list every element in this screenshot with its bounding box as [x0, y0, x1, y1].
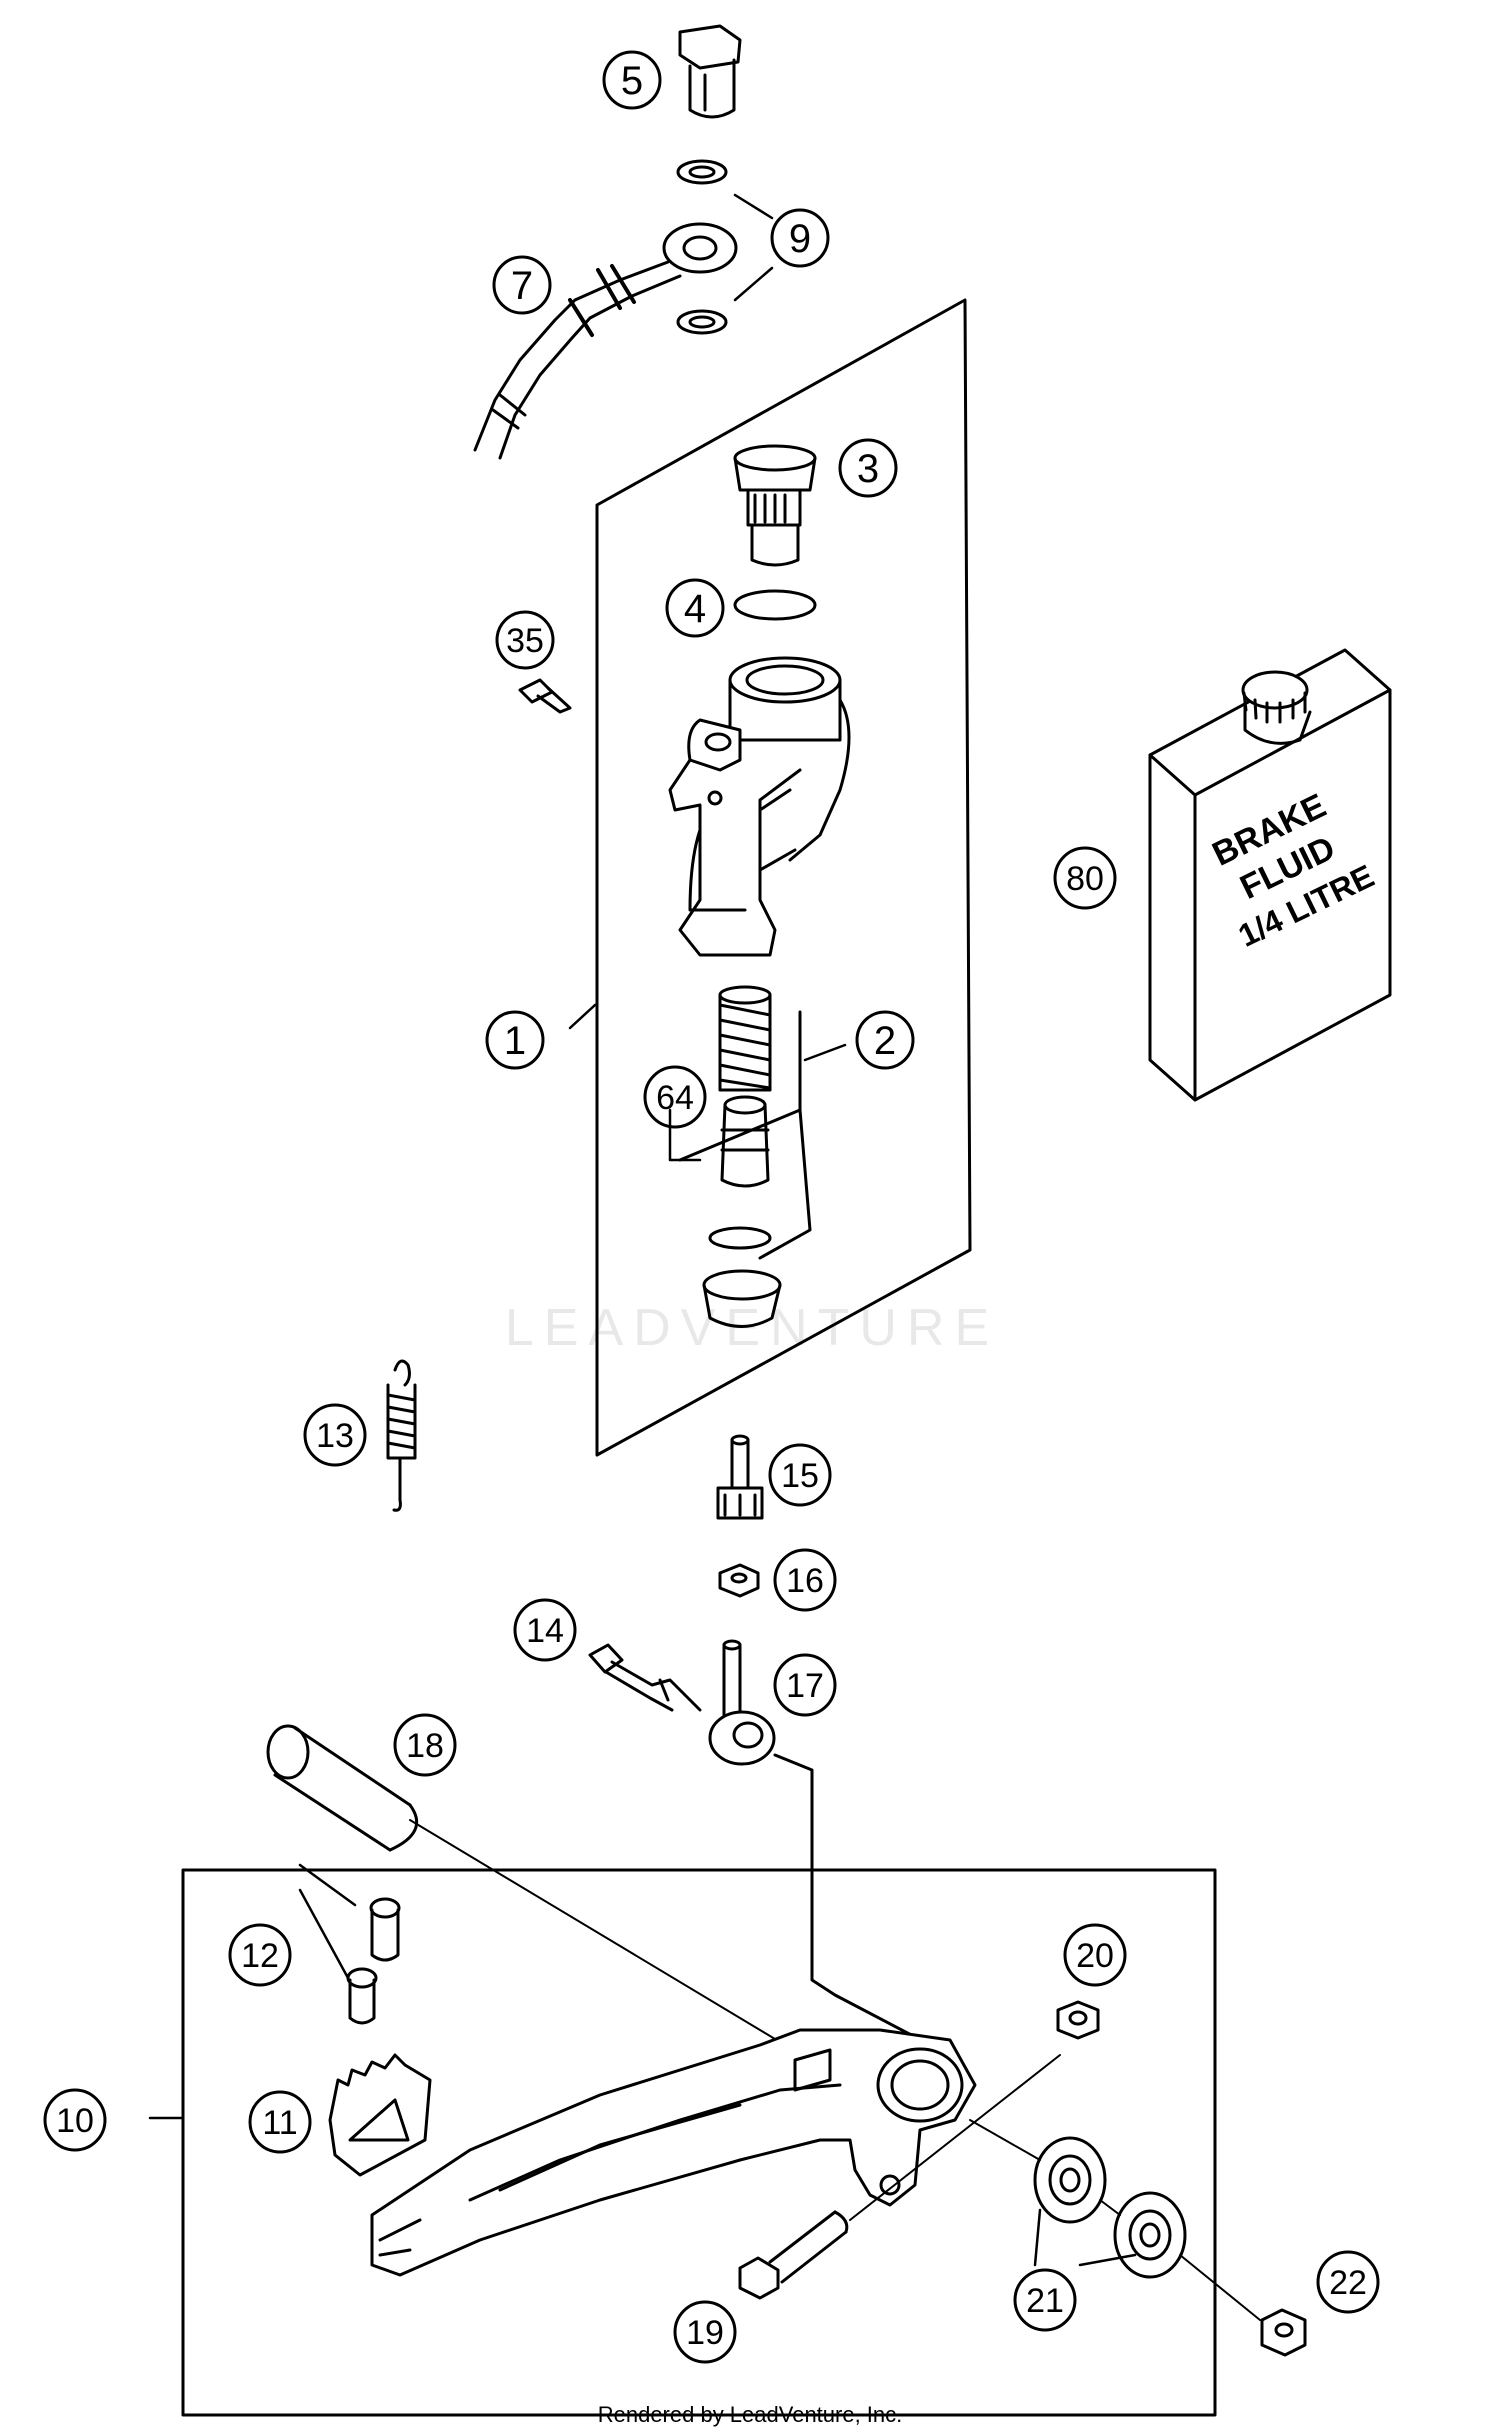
svg-text:11: 11 — [262, 2104, 297, 2142]
pedal-bolt — [738, 2054, 1061, 2300]
lock-nut — [718, 1563, 760, 1598]
axle-nut-lower — [1260, 2308, 1307, 2357]
svg-text:21: 21 — [1026, 2282, 1064, 2320]
brake-hose — [473, 222, 738, 460]
callout-4: 4 — [665, 578, 725, 638]
callout-12: 12 — [228, 1923, 292, 1987]
svg-text:16: 16 — [786, 1562, 824, 1600]
svg-text:13: 13 — [316, 1417, 354, 1455]
callout-13: 13 — [303, 1403, 367, 1467]
svg-text:2: 2 — [874, 1019, 896, 1063]
brake-pedal-assembly-box — [181, 1868, 1217, 2417]
callout-22: 22 — [1316, 2250, 1380, 2314]
banjo-bolt — [678, 24, 742, 119]
reservoir-fitting — [733, 444, 817, 567]
svg-text:5: 5 — [621, 59, 643, 103]
callout-35: 35 — [495, 610, 555, 670]
callout-7: 7 — [492, 255, 552, 315]
brake-pedal-arm — [370, 2028, 977, 2277]
brake-fluid-bottle: BRAKE FLUID 1/4 LITRE — [1148, 648, 1392, 1102]
callout-2: 2 — [855, 1010, 915, 1070]
pedal-pin — [266, 1724, 811, 2061]
return-spring — [386, 1359, 417, 1512]
callout-11: 11 — [248, 2090, 312, 2154]
pedal-step — [328, 2053, 432, 2177]
callout-15: 15 — [768, 1443, 832, 1507]
push-rod — [716, 1434, 764, 1520]
svg-text:4: 4 — [684, 587, 706, 631]
piston-kit — [678, 985, 812, 1328]
bleed-screw — [518, 678, 572, 714]
svg-text:20: 20 — [1076, 1937, 1114, 1975]
watermark: LEADVENTURE — [505, 1299, 999, 1357]
svg-text:80: 80 — [1066, 860, 1104, 898]
master-cylinder-kit-frame — [595, 298, 972, 1457]
axle-nut-upper — [1056, 2000, 1100, 2040]
o-ring — [733, 589, 817, 621]
bearing-b — [1113, 2191, 1187, 2279]
sealing-washer-bottom — [676, 309, 728, 335]
svg-text:22: 22 — [1329, 2264, 1367, 2302]
callout-1: 1 — [485, 1010, 545, 1070]
callout-14: 14 — [513, 1598, 577, 1662]
step-bolt-a — [369, 1897, 401, 1962]
svg-text:1: 1 — [504, 1019, 526, 1063]
callout-80: 80 — [1053, 846, 1117, 910]
step-bolt-b — [346, 1967, 378, 2025]
rod-end — [708, 1639, 942, 2052]
render-credit: Rendered by LeadVenture, Inc. — [597, 2402, 903, 2427]
svg-text:35: 35 — [506, 622, 544, 660]
leader-lines — [148, 193, 1137, 2267]
pivot-bolt — [588, 1643, 702, 1712]
callout-10: 10 — [43, 2088, 107, 2152]
callout-64: 64 — [643, 1065, 707, 1129]
svg-text:7: 7 — [511, 264, 533, 308]
callout-19: 19 — [673, 2300, 737, 2364]
svg-text:3: 3 — [857, 447, 879, 491]
callout-3: 3 — [838, 438, 898, 498]
svg-text:15: 15 — [781, 1457, 819, 1495]
callout-5: 5 — [602, 50, 662, 110]
svg-text:64: 64 — [656, 1079, 694, 1117]
svg-text:14: 14 — [526, 1612, 564, 1650]
sealing-washer-top — [676, 159, 728, 185]
svg-text:12: 12 — [241, 1937, 279, 1975]
svg-text:19: 19 — [686, 2314, 724, 2352]
callout-18: 18 — [393, 1713, 457, 1777]
master-cylinder-body — [668, 656, 851, 957]
callout-17: 17 — [773, 1653, 837, 1717]
svg-text:9: 9 — [789, 217, 811, 261]
callout-21: 21 — [1013, 2268, 1077, 2332]
svg-text:17: 17 — [786, 1667, 824, 1705]
callout-16: 16 — [773, 1548, 837, 1612]
bearing-a — [1033, 2136, 1107, 2224]
svg-text:10: 10 — [56, 2102, 94, 2140]
callout-20: 20 — [1063, 1923, 1127, 1987]
svg-text:18: 18 — [406, 1727, 444, 1765]
callout-9: 9 — [770, 208, 830, 268]
